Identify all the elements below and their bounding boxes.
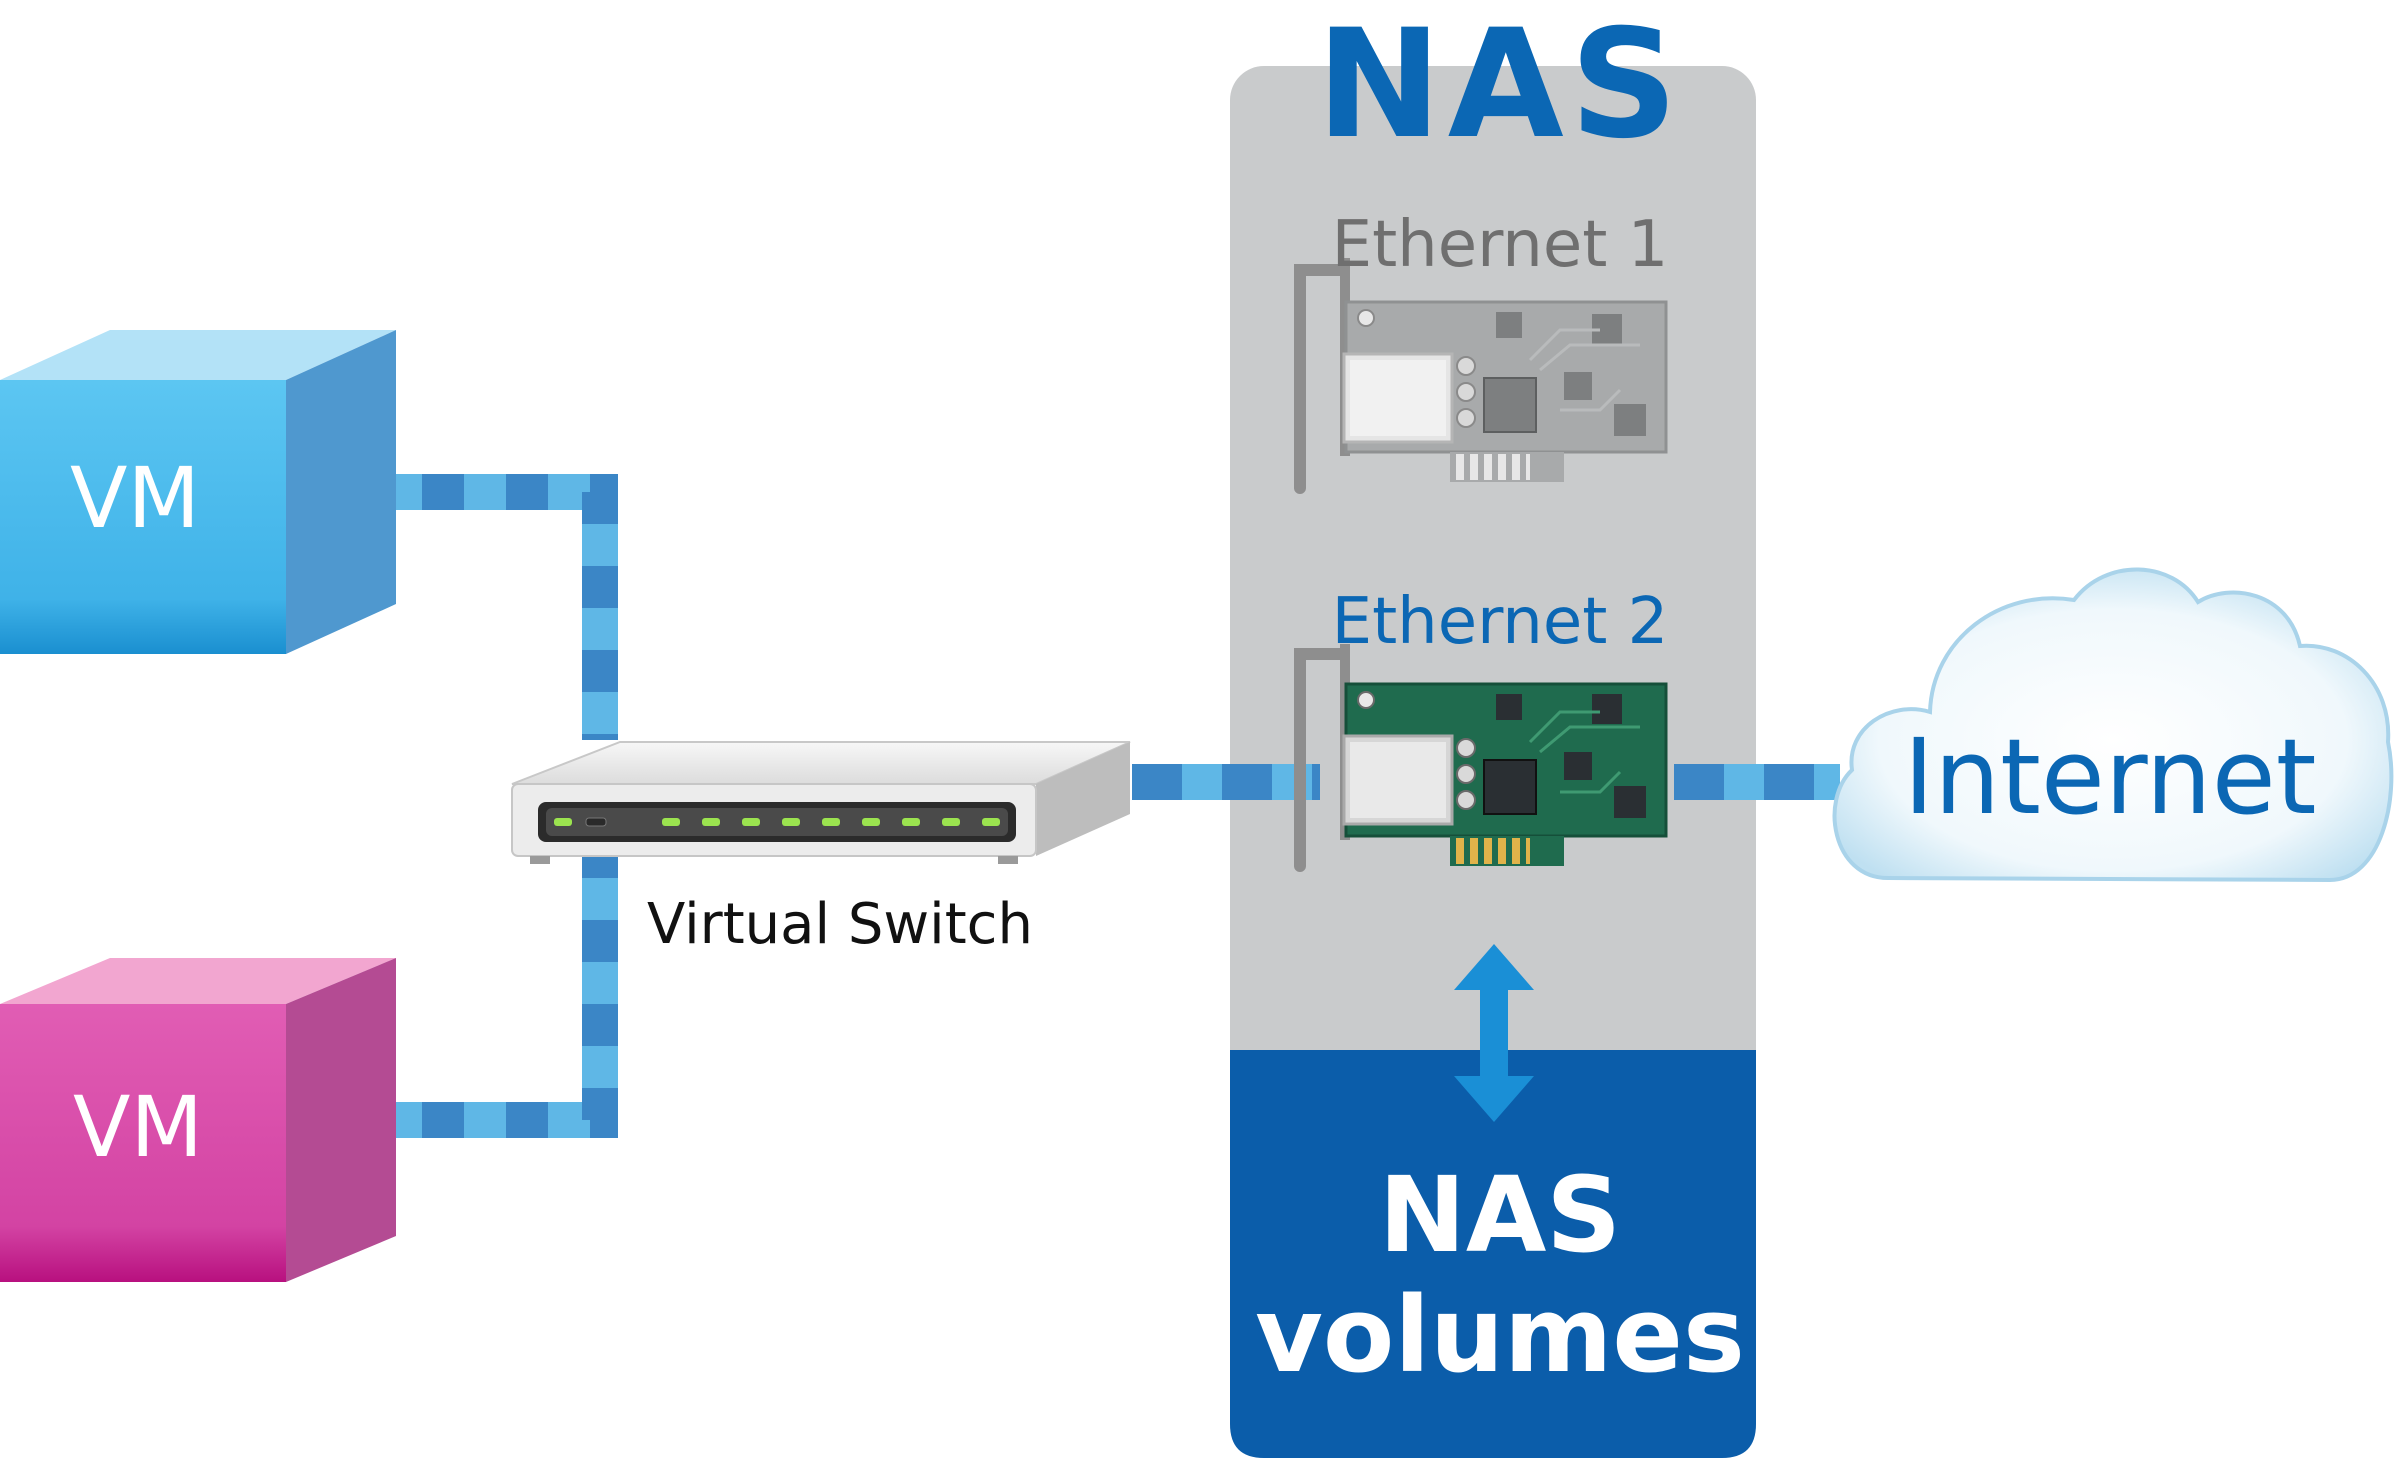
vm-cube-2 bbox=[0, 958, 396, 1282]
nas-volumes-block bbox=[1230, 1050, 1756, 1458]
cloud-icon bbox=[1832, 567, 2394, 883]
internet-label: Internet bbox=[1903, 716, 2317, 838]
cable-vm2-switch bbox=[338, 850, 618, 1138]
vm2-label: VM bbox=[73, 1078, 203, 1176]
ethernet1-card bbox=[1294, 258, 1668, 494]
ethernet2-label: Ethernet 2 bbox=[1331, 585, 1669, 659]
ethernet2-card bbox=[1294, 644, 1668, 872]
ethernet1-label: Ethernet 1 bbox=[1331, 208, 1669, 282]
virtual-switch-device bbox=[511, 741, 1131, 864]
double-arrow-icon bbox=[1454, 944, 1534, 1122]
cable-vm1-switch bbox=[338, 474, 618, 740]
nas-volumes-label-line1: NAS bbox=[1378, 1154, 1622, 1276]
nas-title: NAS bbox=[1316, 0, 1684, 172]
nas-volumes-label-line2: volumes bbox=[1255, 1274, 1745, 1396]
virtual-switch-label: Virtual Switch bbox=[647, 892, 1033, 957]
vm1-label: VM bbox=[70, 449, 200, 547]
vm-cube-1 bbox=[0, 330, 396, 654]
